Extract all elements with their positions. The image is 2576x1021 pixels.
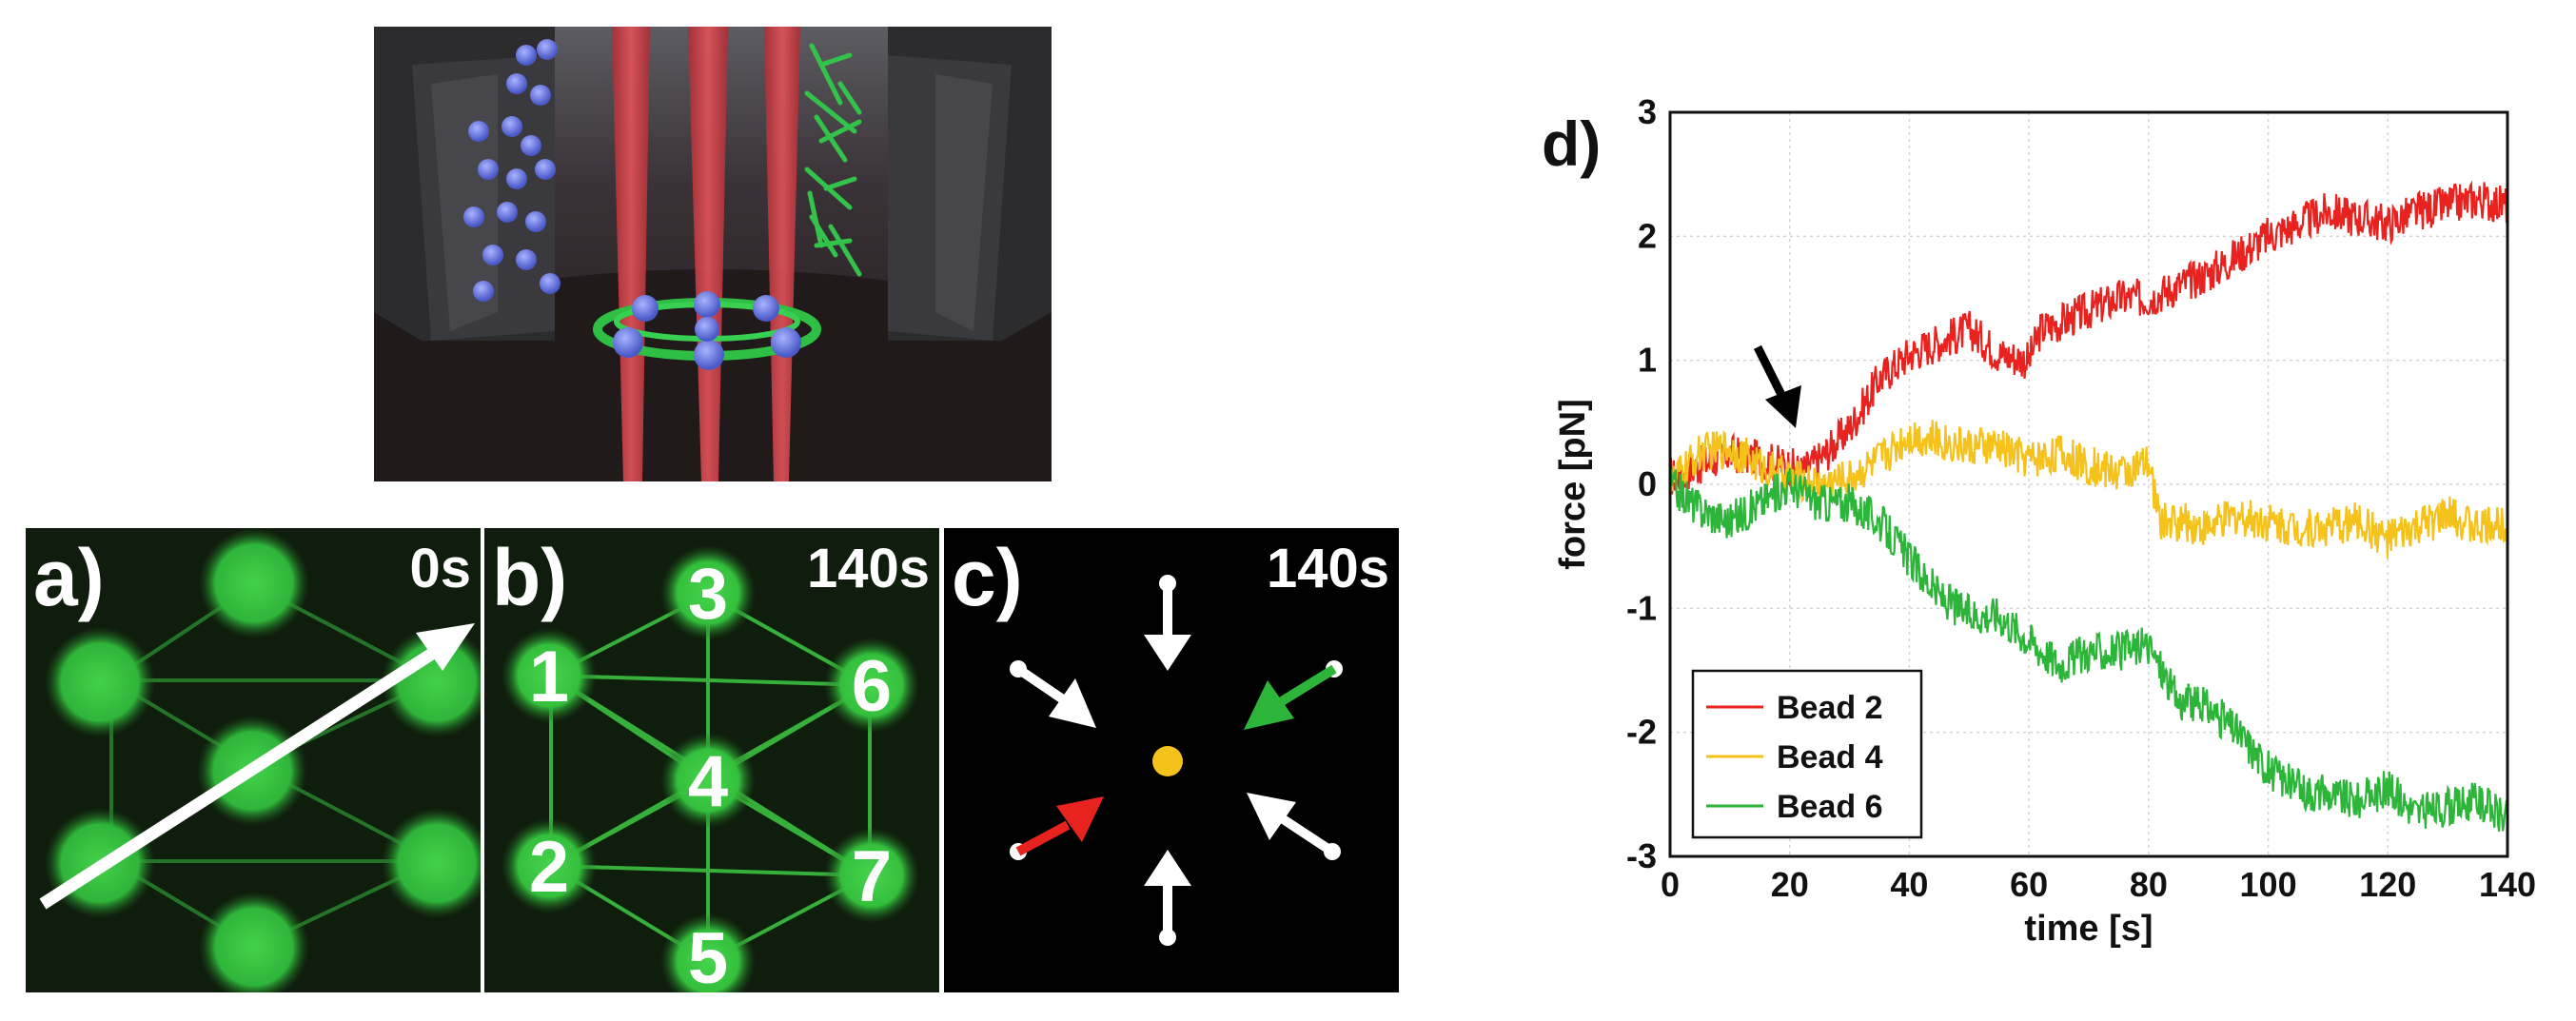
bead-label-4: 4 [688,741,728,822]
bead-label-5: 5 [688,918,728,992]
x-tick-label: 60 [2010,865,2048,904]
series-line-bead-6 [1668,467,2509,832]
x-tick-label: 0 [1661,865,1680,904]
y-tick-label: -2 [1626,713,1657,752]
y-tick-label: -3 [1626,836,1657,875]
y-tick-label: 1 [1638,341,1657,380]
trap-rendering [374,27,1052,481]
chart-legend: Bead 2 Bead 4 Bead 6 [1691,669,1923,839]
legend-entry: Bead 2 [1777,690,1883,726]
bead-reservoir [463,39,560,302]
force-time-chart: 0 20 40 60 80 100 120 140 3 2 1 0 -1 -2 -3 time [s] fo… [1553,92,2536,949]
panel-b: 1 2 3 4 5 6 7 b) 140s [484,528,939,992]
trap-scene [374,27,1052,481]
x-tick-label: 100 [2240,865,2297,904]
optical-trap-beams [612,27,800,481]
panel-c: c) 140s [944,528,1399,992]
y-tick-label: 2 [1638,216,1657,255]
bead-label-1: 1 [529,637,569,717]
panel-d-label: d) [1542,108,1602,179]
y-tick-label: 0 [1638,464,1657,503]
legend-entry: Bead 4 [1777,739,1883,776]
arrow-head [1765,384,1801,428]
panel-a: a) 0s [26,528,481,992]
center-bead-4 [1152,746,1183,776]
legend-box [1691,669,1923,839]
force-arrow-bead-1 [1010,660,1096,728]
x-axis-label: time [s] [2024,909,2153,949]
x-tick-label: 80 [2130,865,2168,904]
x-tick-label: 20 [1771,865,1809,904]
panel-a-image [26,528,481,992]
legend-entry: Bead 6 [1777,789,1883,825]
bead-label-7: 7 [852,836,892,917]
y-axis-label: force [pN] [1553,399,1593,569]
chart-ticks: 0 20 40 60 80 100 120 140 3 2 1 0 -1 -2 -3 [1626,92,2536,904]
fluorescence-panels: a) 0s [26,528,1399,992]
trapped-network [593,291,821,370]
force-arrow-bead-2 [1010,796,1104,860]
force-arrow-bead-6 [1244,660,1343,730]
panel-c-label: c) [952,533,1023,622]
panel-a-label: a) [33,533,105,622]
y-tick-label: 3 [1638,92,1657,131]
force-arrow-bead-3 [1144,575,1191,671]
force-arrow-bead-5 [1144,850,1191,946]
onset-arrow [1753,344,1801,428]
y-tick-label: -1 [1626,588,1657,627]
force-arrow-bead-7 [1247,793,1341,860]
plot-frame [1668,110,2509,858]
x-tick-label: 140 [2479,865,2536,904]
series-line-bead-2 [1669,180,2509,495]
bead-label-3: 3 [688,554,728,635]
panel-a-time: 0s [409,538,471,599]
panel-b-time: 140s [806,538,930,599]
force-vector-diagram [1010,575,1343,946]
panel-b-label: b) [492,533,568,622]
x-tick-label: 120 [2359,865,2416,904]
chart-series [1668,180,2509,832]
panel-c-time: 140s [1266,538,1389,599]
bead-label-2: 2 [529,827,569,908]
fiber-reservoir [804,43,862,277]
panel-b-image: 1 2 3 4 5 6 7 [484,528,939,992]
x-tick-label: 40 [1890,865,1928,904]
bead-label-6: 6 [852,646,892,727]
